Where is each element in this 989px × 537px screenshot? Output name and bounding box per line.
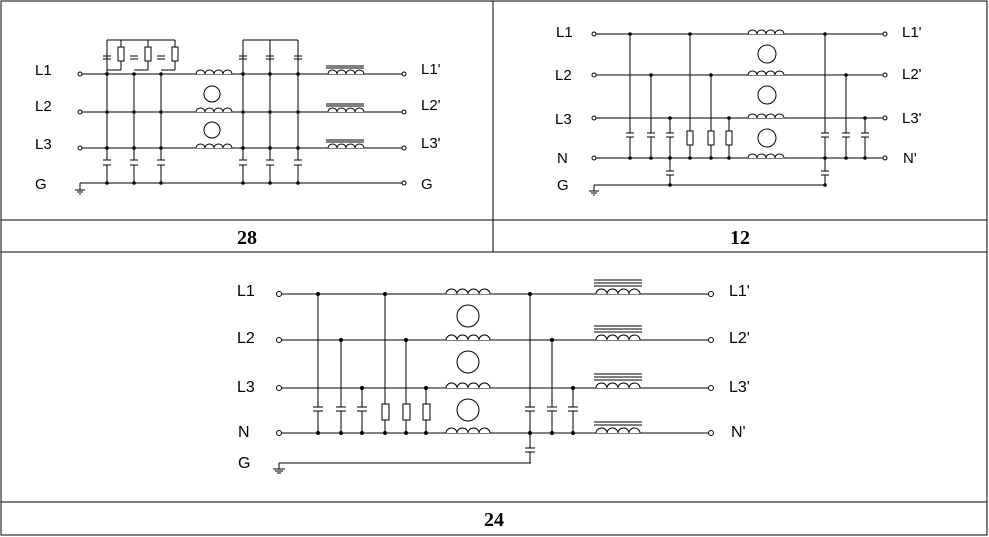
input-label-l2: L2 xyxy=(237,330,255,347)
panel-caption: 28 xyxy=(237,227,257,249)
output-label-l2: L2' xyxy=(729,330,750,347)
input-label-n: N xyxy=(238,424,250,441)
input-label-n: N xyxy=(557,150,568,167)
output-label-l3: L3' xyxy=(421,135,441,152)
output-label-l2: L2' xyxy=(421,97,441,114)
input-label-l1: L1 xyxy=(35,62,52,79)
input-label-l3: L3 xyxy=(35,136,52,153)
input-label-l3: L3 xyxy=(555,111,572,128)
input-label-l1: L1 xyxy=(556,24,573,41)
panel-caption: 24 xyxy=(484,509,504,531)
output-label-l1: L1' xyxy=(902,24,922,41)
panel-caption: 12 xyxy=(730,227,750,249)
input-label-g: G xyxy=(35,176,47,193)
input-label-l2: L2 xyxy=(35,98,52,115)
output-label-n: N' xyxy=(903,150,917,167)
output-label-n: N' xyxy=(731,424,746,441)
output-label-l1: L1' xyxy=(421,61,441,78)
input-label-l2: L2 xyxy=(555,67,572,84)
input-label-g: G xyxy=(238,455,251,472)
output-label-l3: L3' xyxy=(902,110,922,127)
input-label-l3: L3 xyxy=(237,379,255,396)
output-label-l2: L2' xyxy=(902,66,922,83)
output-label-l1: L1' xyxy=(729,283,750,300)
output-label-l3: L3' xyxy=(729,379,750,396)
input-label-l1: L1 xyxy=(237,283,255,300)
output-label-g: G xyxy=(421,176,433,193)
input-label-g: G xyxy=(557,177,569,194)
